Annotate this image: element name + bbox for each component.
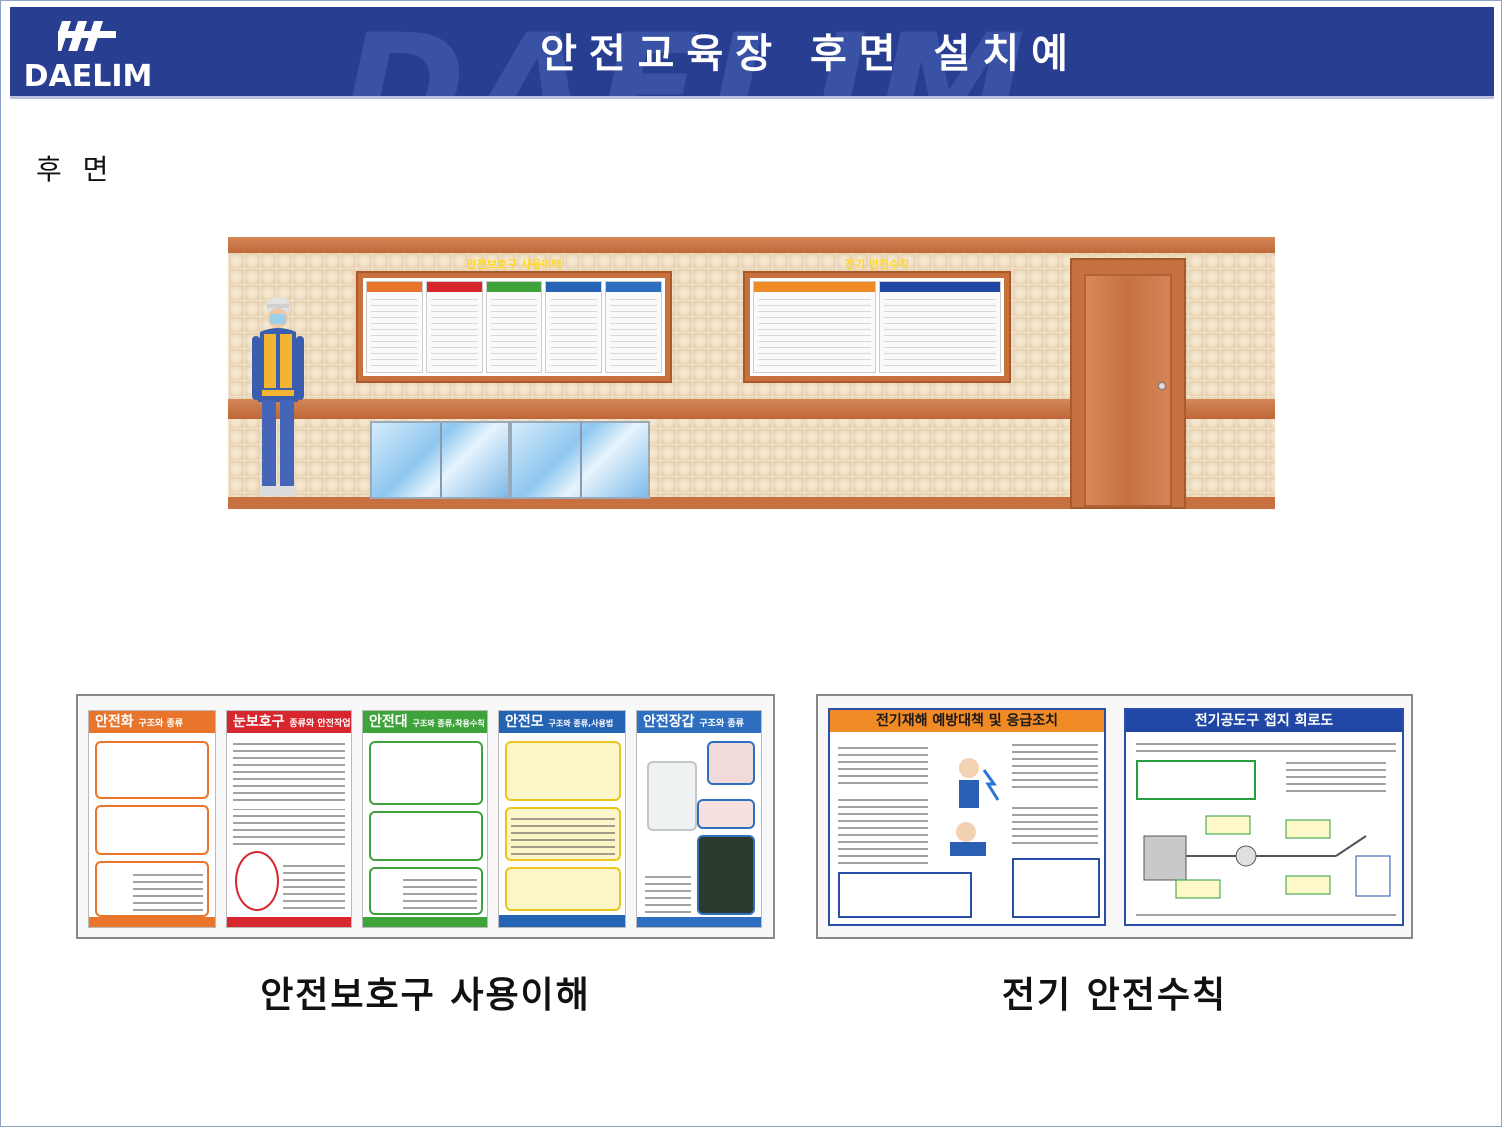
poster-title: 안전장갑: [643, 714, 695, 730]
page-title: 안전교육장 후면 설치예: [540, 31, 1080, 77]
poster-title: 전기공도구 접지 회로도: [1126, 710, 1402, 732]
mini-poster: [545, 281, 603, 373]
mini-poster: [605, 281, 662, 373]
wall-top-rail: [228, 237, 1275, 253]
wall-board-electric: 전기 안전수칙: [743, 258, 1011, 383]
poster-electric-tool-grounding: 전기공도구 접지 회로도: [1124, 708, 1404, 926]
door: [1084, 274, 1172, 507]
door-frame: [1070, 258, 1186, 509]
poster-electric-accident-prevention: 전기재해 예방대책 및 응급조치: [828, 708, 1106, 926]
protective-equipment-board: 안전화 구조와 종류 눈보호구 종류와 안전작업 안전대 구조와 종류,착용수칙…: [76, 694, 775, 939]
caption-electric-safety: 전기 안전수칙: [1001, 975, 1228, 1016]
caption-protective-equipment: 안전보호구 사용이해: [260, 975, 591, 1016]
mini-poster: [878, 281, 1001, 373]
wall-bottom-rail: [228, 497, 1275, 509]
poster-title: 눈보호구: [233, 714, 285, 730]
poster-eye-protection: 눈보호구 종류와 안전작업: [226, 710, 352, 928]
poster-subtitle: 종류와 안전작업: [289, 719, 351, 729]
mini-poster: [425, 281, 483, 373]
poster-safety-gloves: 안전장갑 구조와 종류: [636, 710, 762, 928]
poster-safety-shoes: 안전화 구조와 종류: [88, 710, 216, 928]
wall-board-protective-title: 안전보호구 사용이해: [466, 258, 562, 271]
display-cabinet-left: [370, 421, 510, 499]
wall-board-electric-title: 전기 안전수칙: [844, 258, 910, 271]
safety-mannequin-icon: [252, 297, 304, 496]
poster-safety-helmet: 안전모 구조와 종류,사용법: [498, 710, 626, 928]
daelim-logo-icon: [58, 21, 116, 51]
wall-mid-rail: [228, 399, 1275, 419]
mini-poster: [753, 281, 876, 373]
display-cabinet-right: [510, 421, 650, 499]
poster-subtitle: 구조와 종류,착용수칙: [412, 719, 485, 728]
logo-text: DAELIM: [23, 59, 153, 94]
electric-shock-illustration-icon: [950, 758, 1000, 856]
wall-board-protective: 안전보호구 사용이해: [356, 258, 672, 383]
poster-safety-harness: 안전대 구조와 종류,착용수칙: [362, 710, 488, 928]
mini-poster: [485, 281, 543, 373]
poster-subtitle: 구조와 종류: [699, 719, 744, 729]
section-label: 후 면: [36, 153, 115, 186]
header-banner: DAELIM DAELIM 안전교육장 후면 설치예: [10, 7, 1494, 99]
poster-title: 전기재해 예방대책 및 응급조치: [830, 710, 1104, 732]
door-knob-icon: [1158, 382, 1166, 390]
electric-safety-board: 전기재해 예방대책 및 응급조치 전기공도구 접지 회로도: [816, 694, 1413, 939]
poster-title: 안전대: [369, 714, 408, 730]
mini-poster: [366, 281, 423, 373]
poster-title: 안전화: [95, 714, 134, 730]
poster-subtitle: 구조와 종류: [138, 719, 184, 729]
poster-subtitle: 구조와 종류,사용법: [548, 719, 614, 728]
grounding-circuit-diagram-icon: [1143, 815, 1391, 899]
poster-title: 안전모: [505, 714, 544, 730]
daelim-logo: DAELIM: [18, 15, 158, 95]
